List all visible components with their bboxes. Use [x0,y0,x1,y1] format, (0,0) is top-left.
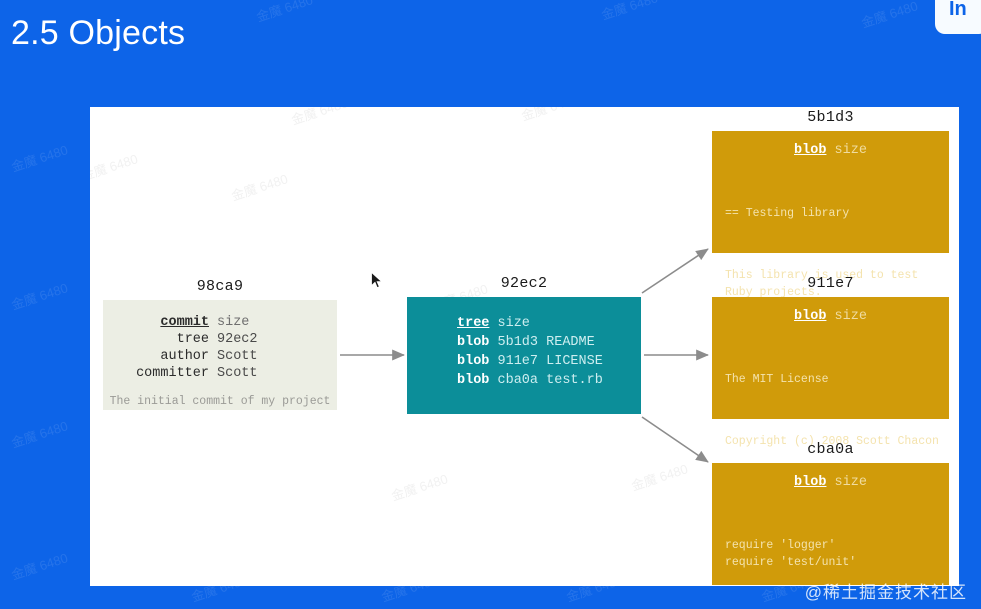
blob-hash-label: 5b1d3 [807,109,854,126]
background-watermark: 金魔 6480 [9,550,70,583]
blob-object-node[interactable]: 911e7 blob size The MIT License Copyrigh… [712,275,949,527]
arrow-tree-to-blob-5b1d3 [641,248,709,294]
blob-paragraph: The MIT License [725,373,829,386]
tree-entry-row: blob cba0a test.rb [407,371,641,390]
blob-header: blob size [712,475,949,490]
blob-content: == Testing library This library is used … [712,171,949,335]
canvas-watermark: 金魔 6480 [519,107,580,124]
tree-entry-row: blob 5b1d3 README [407,333,641,352]
blob-object-node[interactable]: 5b1d3 blob size == Testing library This … [712,109,949,299]
commit-object-node[interactable]: 98ca9 commit size tree 92ec2 author Scot… [103,278,337,410]
commit-row-value: Scott [217,366,258,381]
tree-hash-label: 92ec2 [500,275,548,292]
canvas-watermark: 金魔 6480 [289,107,350,128]
background-watermark: 金魔 6480 [859,0,920,31]
blob-box: blob size == Testing library This librar… [712,131,949,299]
commit-box: commit size tree 92ec2 author Scott comm… [103,300,337,410]
tree-entry-rest: cba0a test.rb [489,373,603,388]
blob-object-node[interactable]: cba0a blob size require 'logger' require… [712,441,949,585]
blob-hash-label: 911e7 [807,275,854,292]
page-title: 2.5 Objects [11,14,186,52]
canvas-watermark: 金魔 6480 [629,461,690,494]
commit-row-value: Scott [217,349,258,364]
blob-type-label: blob [794,309,827,324]
tree-entry-row: tree size [407,314,641,333]
tree-entry-row: blob 911e7 LICENSE [407,352,641,371]
blob-paragraph: Copyright (c) 2008 Scott Chacon [725,435,939,448]
tree-entry-rest: 911e7 LICENSE [489,354,603,369]
canvas-watermark: 金魔 6480 [229,171,290,204]
blob-box: blob size require 'logger' require 'test… [712,463,949,585]
tree-entry-type: blob [457,373,490,388]
blob-type-label: blob [794,475,827,490]
commit-row-key: committer [136,366,209,381]
mouse-cursor [371,272,383,289]
corner-panel[interactable]: In [935,0,981,34]
canvas-watermark: 金魔 6480 [90,151,140,184]
background-watermark: 金魔 6480 [9,280,70,313]
tree-entry-type: blob [457,354,490,369]
commit-row-key: tree [176,332,209,347]
blob-paragraph: require 'logger' require 'test/unit' [725,539,857,569]
blob-header: blob size [712,143,949,158]
blob-type-label: blob [794,143,827,158]
arrow-tree-to-blob-cba0a [641,416,709,463]
blob-content: require 'logger' require 'test/unit' cla… [712,503,949,586]
commit-row: committer Scott [103,365,337,382]
commit-row-key: commit [160,315,209,330]
tree-box: tree size blob 5b1d3 README blob 911e7 L… [407,297,641,414]
tree-object-node[interactable]: 92ec2 tree size blob 5b1d3 README blob 9… [407,275,641,414]
blob-hash-label: cba0a [807,441,854,458]
site-watermark: @稀土掘金技术社区 [804,583,967,602]
blob-size-label: size [834,309,867,324]
corner-panel-label: In [949,0,967,20]
diagram-canvas: 金魔 6480 金魔 6480 金魔 6480 金魔 6480 金魔 6480 … [90,107,959,586]
tree-entry-type: blob [457,335,490,350]
commit-row: commit size [103,314,337,331]
blob-paragraph: == Testing library [725,207,850,220]
canvas-watermark: 金魔 6480 [389,471,450,504]
commit-row-value: size [217,315,250,330]
tree-entry-rest: size [489,316,530,331]
background-watermark: 金魔 6480 [9,142,70,175]
blob-size-label: size [834,475,867,490]
tree-entry-rest: 5b1d3 README [489,335,595,350]
commit-row-key: author [160,349,209,364]
background-watermark: 金魔 6480 [599,0,660,23]
tree-entry-type: tree [457,316,490,331]
background-watermark: 金魔 6480 [254,0,315,25]
blob-size-label: size [834,143,867,158]
blob-box: blob size The MIT License Copyright (c) … [712,297,949,527]
commit-message: The initial commit of my project [109,395,331,408]
commit-row: author Scott [103,348,337,365]
blob-paragraph: This library is used to test Ruby projec… [725,269,919,299]
background-watermark: 金魔 6480 [9,418,70,451]
commit-row: tree 92ec2 [103,331,337,348]
commit-row-value: 92ec2 [217,332,258,347]
blob-header: blob size [712,309,949,324]
commit-hash-label: 98ca9 [196,278,244,295]
